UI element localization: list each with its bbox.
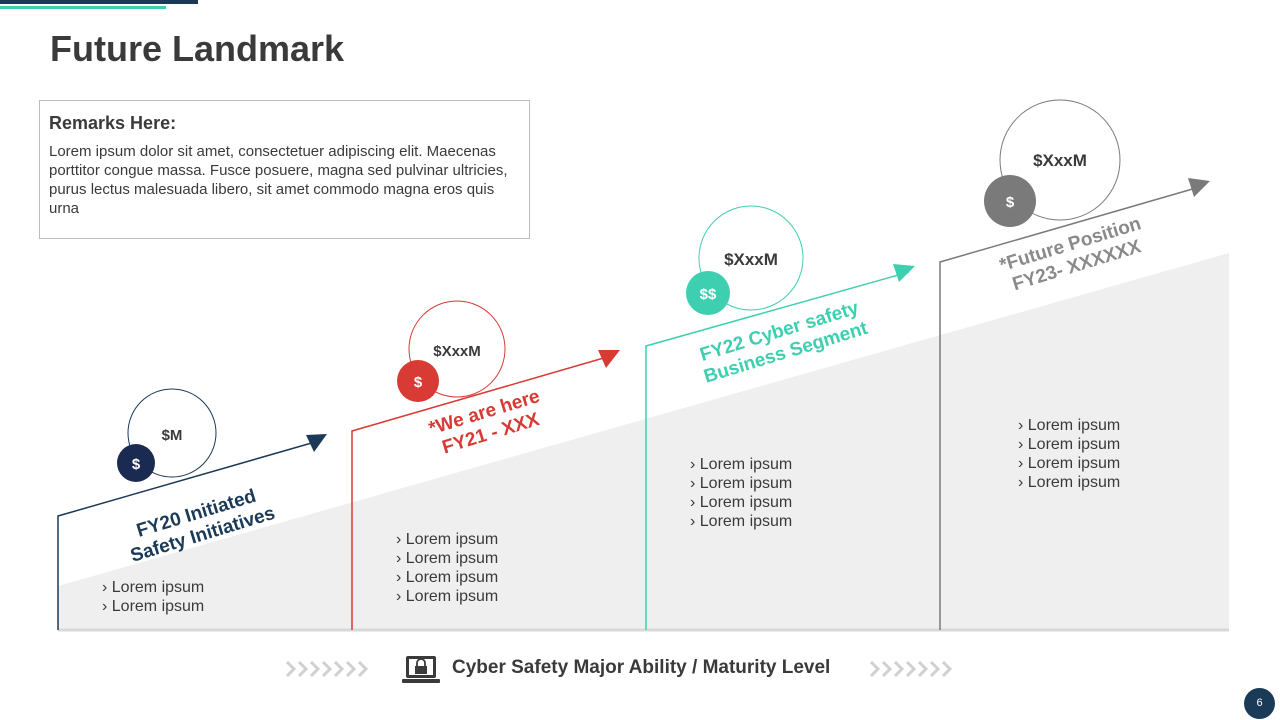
- stage-1-badge-label: $: [132, 456, 141, 473]
- stage-2-arrow-icon: [598, 350, 620, 368]
- chevron-right-icon: [345, 660, 357, 678]
- chevron-right-icon: [321, 660, 333, 678]
- remarks-body: Lorem ipsum dolor sit amet, consectetuer…: [49, 143, 508, 217]
- top-accent-bar-teal: [0, 6, 166, 9]
- chevron-right-icon: [285, 660, 297, 678]
- list-item: Lorem ipsum: [690, 493, 792, 512]
- list-item: Lorem ipsum: [102, 578, 204, 597]
- list-item: Lorem ipsum: [1018, 435, 1120, 454]
- list-item: Lorem ipsum: [396, 568, 498, 587]
- chevron-right-icon: [905, 660, 917, 678]
- stage-1-amount: $M: [162, 427, 183, 444]
- stage-2-dollar-badge: [397, 360, 439, 402]
- footer-label: Cyber Safety Major Ability / Maturity Le…: [452, 657, 831, 678]
- stage-4-arrow-icon: [1188, 178, 1210, 197]
- stage-3-arrow-icon: [893, 264, 915, 282]
- list-item: Lorem ipsum: [690, 455, 792, 474]
- page-title: Future Landmark: [50, 28, 345, 69]
- stage-3-badge-label: $$: [700, 286, 717, 303]
- stage-2-badge-label: $: [414, 374, 423, 391]
- stage-3-dollar-badge: [686, 271, 730, 315]
- stage-2-amount: $XxxM: [433, 343, 481, 360]
- chevron-right-icon: [357, 660, 369, 678]
- top-accent-bar-dark: [0, 0, 198, 4]
- list-item: Lorem ipsum: [1018, 454, 1120, 473]
- stage-3-bullet-list: Lorem ipsum Lorem ipsum Lorem ipsum Lore…: [690, 455, 792, 531]
- stage-4-badge-label: $: [1006, 194, 1015, 211]
- stage-3-step-line: [645, 271, 910, 630]
- stage-4-dollar-badge: [984, 175, 1036, 227]
- stage-1-bullet-list: Lorem ipsum Lorem ipsum: [102, 578, 204, 616]
- chevron-right-icon: [917, 660, 929, 678]
- stage-4: $XxxM $ *Future Position FY23- XXXXXX: [939, 99, 1210, 630]
- list-item: Lorem ipsum: [396, 549, 498, 568]
- list-item: Lorem ipsum: [1018, 416, 1120, 435]
- chevron-right-icon: [333, 660, 345, 678]
- stage-3-amount: $XxxM: [724, 250, 778, 269]
- chevrons-right-group: [869, 660, 953, 678]
- stage-4-step-line: [939, 185, 1204, 630]
- stage-2-step-line: [351, 354, 615, 630]
- remarks-box: Remarks Here: Lorem ipsum dolor sit amet…: [39, 100, 530, 239]
- chevron-right-icon: [929, 660, 941, 678]
- chevron-right-icon: [297, 660, 309, 678]
- remarks-heading: Remarks Here:: [49, 113, 177, 133]
- list-item: Lorem ipsum: [690, 512, 792, 531]
- chevron-right-icon: [869, 660, 881, 678]
- laptop-lock-icon: [402, 656, 440, 683]
- list-item: Lorem ipsum: [102, 597, 204, 616]
- stage-2-bullet-list: Lorem ipsum Lorem ipsum Lorem ipsum Lore…: [396, 530, 498, 606]
- stage-1-arrow-icon: [306, 434, 327, 452]
- growth-wedge: [58, 253, 1229, 630]
- list-item: Lorem ipsum: [396, 530, 498, 549]
- stage-4-amount: $XxxM: [1033, 151, 1087, 170]
- chevrons-left-group: [285, 660, 369, 678]
- list-item: Lorem ipsum: [396, 587, 498, 606]
- stage-1-dollar-badge: [117, 444, 155, 482]
- stage-4-bullet-list: Lorem ipsum Lorem ipsum Lorem ipsum Lore…: [1018, 416, 1120, 492]
- stage-1-step-line: [57, 439, 323, 630]
- list-item: Lorem ipsum: [1018, 473, 1120, 492]
- chevron-right-icon: [309, 660, 321, 678]
- list-item: Lorem ipsum: [690, 474, 792, 493]
- chevron-right-icon: [941, 660, 953, 678]
- chevron-right-icon: [893, 660, 905, 678]
- page-number-badge: 6: [1244, 688, 1275, 719]
- chevron-right-icon: [881, 660, 893, 678]
